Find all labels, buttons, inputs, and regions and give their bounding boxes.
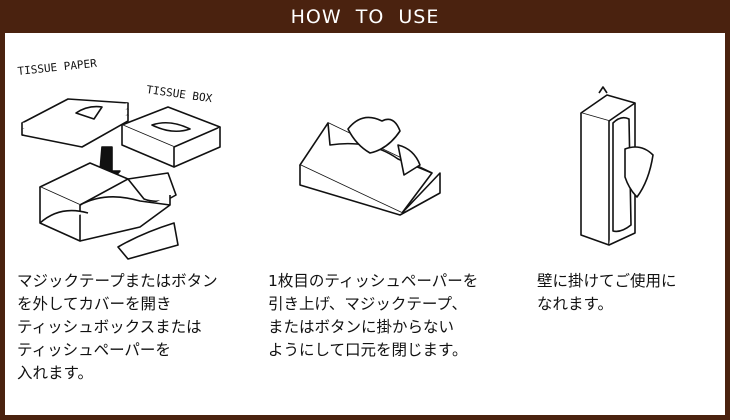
tissue-sheet bbox=[347, 116, 421, 176]
step3-instruction: 壁に掛けてご使用に なれます。 bbox=[537, 272, 677, 313]
step1-instruction: マジックテープまたはボタン を外してカバーを開き ティッシュボックスまたは ティ… bbox=[17, 272, 218, 382]
tissue-box-label: TISSUE BOX bbox=[146, 83, 214, 105]
step3-illustration bbox=[565, 85, 665, 255]
tissue-paper-stack bbox=[21, 98, 129, 148]
header-title: HOW TO USE bbox=[290, 5, 440, 28]
tissue-box bbox=[121, 106, 221, 168]
step1-illustration: TISSUE PAPER TISSUE BOX bbox=[10, 55, 240, 260]
tissue-paper-label: TISSUE PAPER bbox=[17, 57, 98, 78]
tissue-sheet bbox=[624, 146, 654, 198]
open-tissue-cover bbox=[39, 162, 179, 260]
step2-illustration bbox=[290, 105, 460, 225]
wall-hook-icon bbox=[598, 86, 608, 94]
header-bar: HOW TO USE bbox=[0, 0, 730, 33]
step2-instruction: 1枚目のティッシュペーパーを 引き上げ、マジックテープ、 またはボタンに掛からな… bbox=[268, 272, 479, 359]
hanging-tissue-cover bbox=[580, 94, 636, 246]
